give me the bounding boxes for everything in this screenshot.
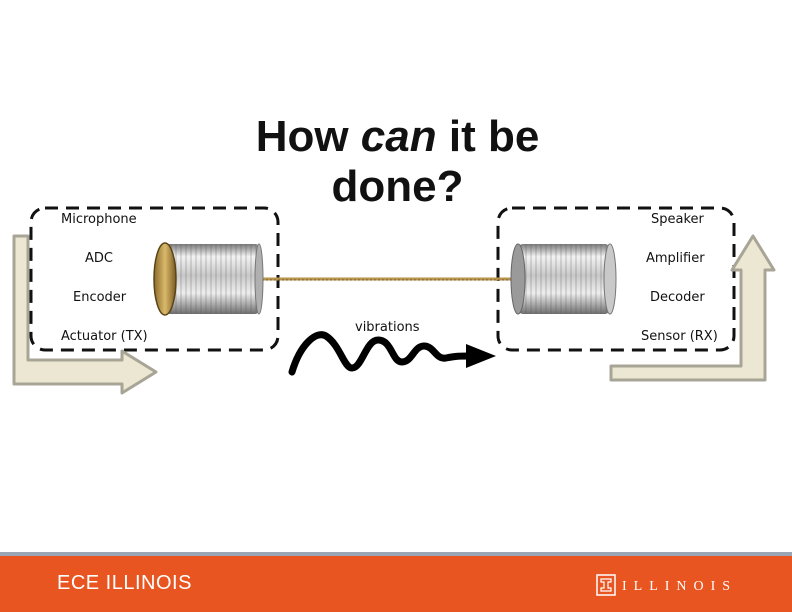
title-line2: done? [331, 162, 464, 211]
right-can-icon [510, 243, 617, 315]
label-sensor: Sensor (RX) [641, 329, 718, 344]
label-actuator: Actuator (TX) [61, 329, 148, 344]
label-amplifier: Amplifier [646, 251, 705, 266]
slide-title: How can it be done? [230, 112, 565, 212]
illinois-wordmark: ILLINOIS [622, 579, 738, 594]
ece-illinois-brand: ECE ILLINOIS [57, 572, 192, 594]
label-microphone: Microphone [61, 212, 137, 227]
label-speaker: Speaker [651, 212, 704, 227]
label-vibrations: vibrations [355, 320, 420, 335]
left-can-icon [153, 242, 264, 316]
footer-bar [0, 552, 792, 612]
label-adc: ADC [85, 251, 113, 266]
vibration-wave [288, 331, 474, 376]
title-italic: can [360, 112, 437, 161]
vibration-arrowhead [466, 344, 496, 368]
label-decoder: Decoder [650, 290, 705, 305]
title-pre: How [255, 112, 361, 161]
right-flow-arrow [609, 234, 776, 382]
label-encoder: Encoder [73, 290, 127, 305]
title-post: it be [436, 112, 540, 161]
illinois-block-i-icon [596, 574, 616, 596]
left-flow-arrow [12, 234, 158, 395]
footer-divider [0, 552, 792, 556]
